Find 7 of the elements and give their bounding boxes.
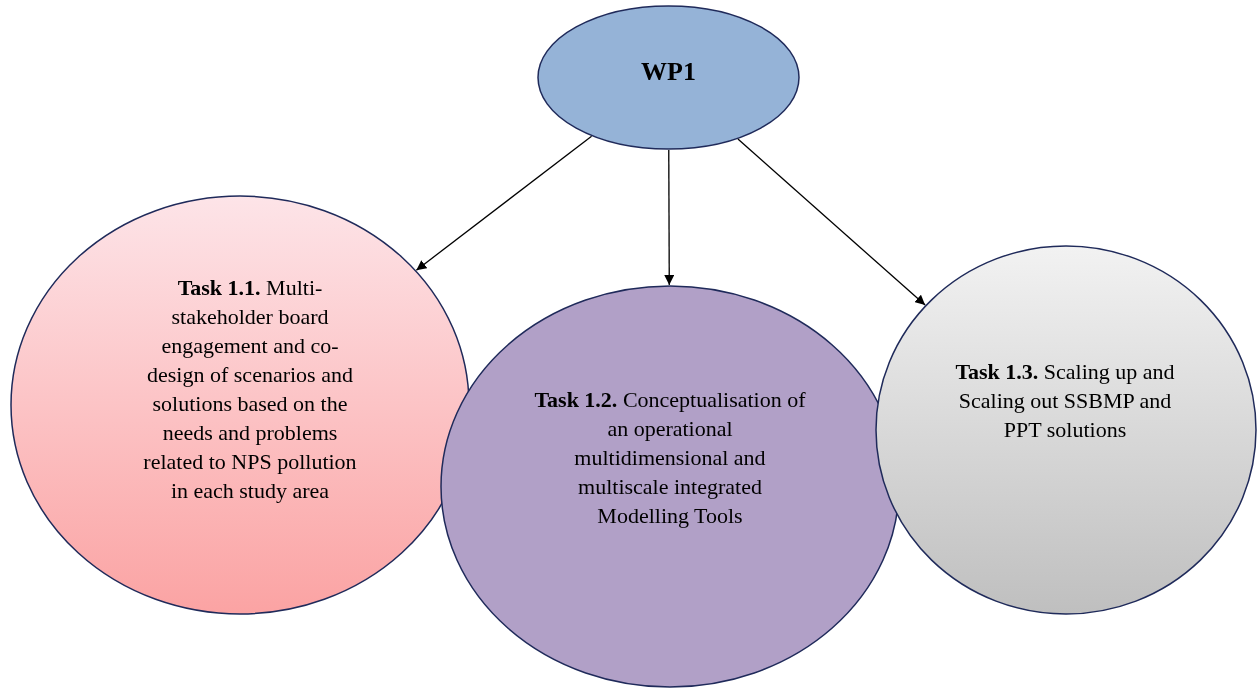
arrow: [415, 135, 593, 271]
task-description: Task 1.1. Multi-stakeholder board engagement and co-design of scenarios and solutions based on the needs and problems related to NPS pollution in each study area: [142, 274, 358, 505]
task-description: Task 1.3. Scaling up and Scaling out SSBMP and PPT solutions: [954, 358, 1176, 444]
work-package-label: WP1: [640, 57, 697, 86]
arrow: [737, 138, 926, 306]
arrow: [664, 149, 675, 286]
task-description: Task 1.2. Conceptualisation of an operational multidimensional and multiscale integrated Modelling Tools: [533, 386, 807, 530]
